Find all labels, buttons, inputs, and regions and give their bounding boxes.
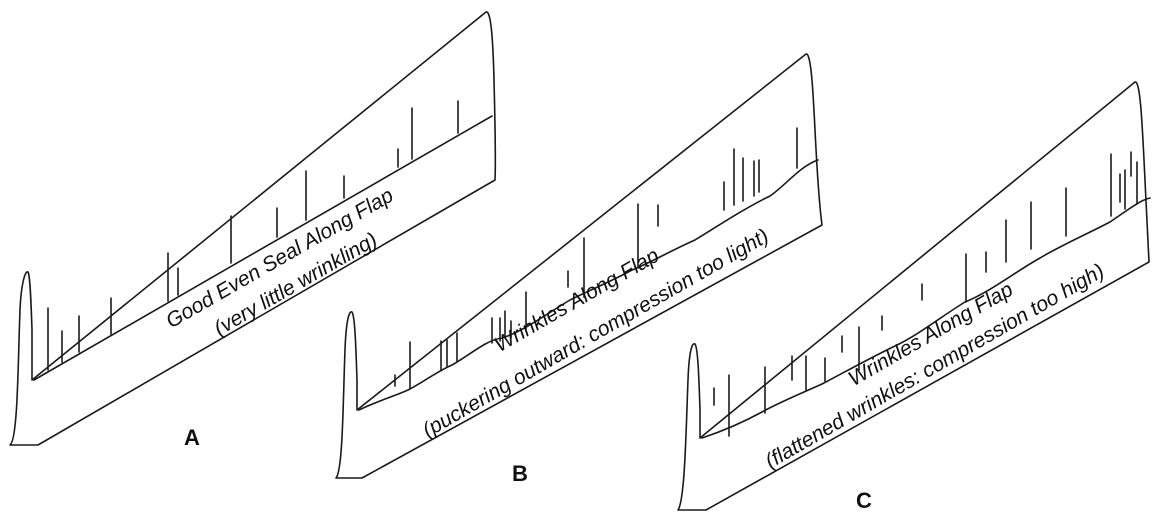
panel-b: Wrinkles Along Flap (puckering outward: … bbox=[335, 53, 823, 486]
panel-c-sheet bbox=[677, 81, 1150, 511]
panel-a: Good Even Seal Along Flap (very little w… bbox=[9, 11, 497, 450]
panel-a-sheet bbox=[9, 11, 497, 446]
panel-c-seal-line bbox=[701, 197, 1151, 439]
panel-a-seal-line bbox=[33, 115, 493, 381]
panel-b-wrinkles bbox=[394, 127, 798, 390]
panel-c-letter: C bbox=[856, 488, 872, 512]
panel-c-wrinkles bbox=[713, 151, 1138, 437]
panel-b-letter: B bbox=[512, 461, 528, 486]
panel-a-letter: A bbox=[184, 425, 200, 450]
panel-b-seal-line bbox=[358, 159, 819, 411]
panel-c-caption-line2: (flattened wrinkles: compression too hig… bbox=[761, 260, 1108, 474]
panel-a-wrinkles bbox=[47, 100, 459, 371]
panel-b-sheet bbox=[335, 53, 823, 479]
panel-c: Wrinkles Along Flap (flattened wrinkles:… bbox=[677, 81, 1151, 512]
panel-b-caption-line2: (puckering outward: compression too ligh… bbox=[419, 224, 773, 442]
